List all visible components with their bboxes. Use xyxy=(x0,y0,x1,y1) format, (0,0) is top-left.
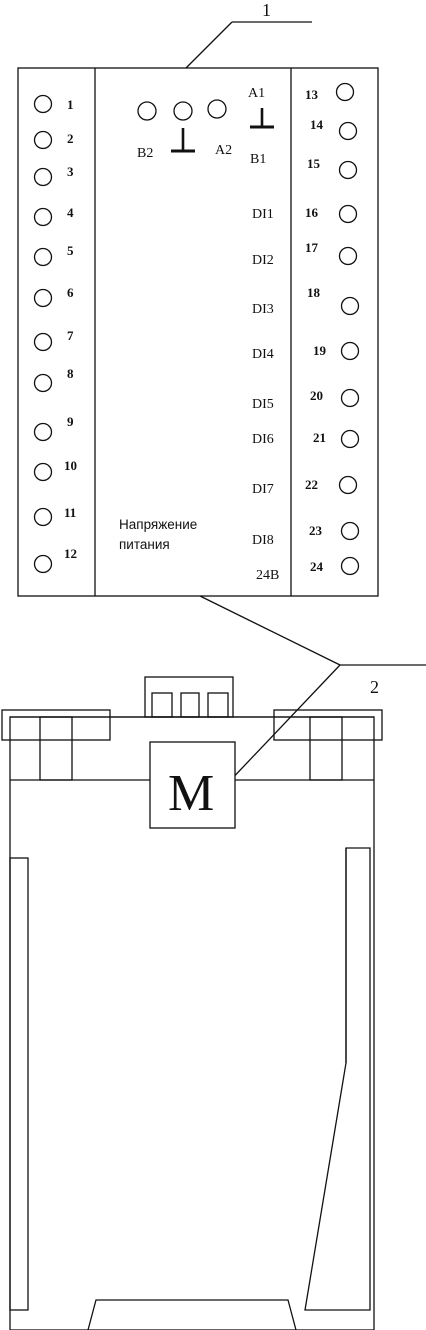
signal-label-di7: DI7 xyxy=(252,482,274,497)
pin-hole-4 xyxy=(33,207,53,227)
left-pin-column: 1 2 3 4 5 6 7 8 9 10 11 12 xyxy=(33,94,77,574)
module-m xyxy=(149,741,236,829)
pin-number-20: 20 xyxy=(310,388,323,403)
pin-hole-1 xyxy=(33,94,53,114)
pin-hole-24 xyxy=(340,556,360,576)
pin-number-19: 19 xyxy=(313,343,327,358)
power-label-line2: питания xyxy=(119,537,170,552)
connector-slot xyxy=(180,692,200,718)
pin-hole-17 xyxy=(338,246,358,266)
pin-number-1: 1 xyxy=(67,97,74,112)
signal-label-di1: DI1 xyxy=(252,207,274,222)
front-panel-outline xyxy=(17,67,379,597)
pin-hole-6 xyxy=(33,288,53,308)
pin-hole-3 xyxy=(33,167,53,187)
pin-number-3: 3 xyxy=(67,164,74,179)
discrete-input-labels: DI1 DI2 DI3 DI4 DI5 DI6 DI7 DI8 24B xyxy=(252,207,279,583)
pin-hole-2 xyxy=(33,130,53,150)
power-supply-label: Напряжение питания xyxy=(119,517,197,552)
pin-number-14: 14 xyxy=(310,117,324,132)
pin-hole-14 xyxy=(338,121,358,141)
projection-line xyxy=(199,595,341,666)
left-post xyxy=(39,716,73,781)
pin-number-9: 9 xyxy=(67,414,74,429)
terminal-hole-ground xyxy=(173,101,193,121)
pin-hole-12 xyxy=(33,554,53,574)
connector-slot xyxy=(151,692,173,718)
right-post xyxy=(309,716,343,781)
pin-number-10: 10 xyxy=(64,458,77,473)
pin-hole-13 xyxy=(335,82,355,102)
pin-number-16: 16 xyxy=(305,205,319,220)
pin-hole-9 xyxy=(33,422,53,442)
signal-label-24v: 24B xyxy=(256,568,279,583)
terminal-hole-a2 xyxy=(207,99,227,119)
terminal-hole-b2 xyxy=(137,101,157,121)
pin-hole-11 xyxy=(33,507,53,527)
top-connector xyxy=(144,676,234,718)
pin-number-2: 2 xyxy=(67,131,74,146)
pin-hole-7 xyxy=(33,332,53,352)
pin-hole-20 xyxy=(340,388,360,408)
pin-hole-19 xyxy=(340,341,360,361)
bottom-foot xyxy=(87,1299,297,1330)
module-m-label: M xyxy=(168,765,214,822)
callout-2-label: 2 xyxy=(370,677,379,697)
signal-label-a2: A2 xyxy=(215,143,232,158)
pin-hole-23 xyxy=(340,521,360,541)
right-flange xyxy=(273,709,383,741)
side-view: M xyxy=(1,676,383,1330)
pin-number-15: 15 xyxy=(307,156,321,171)
pin-number-6: 6 xyxy=(67,285,74,300)
callout-1-label: 1 xyxy=(262,0,271,20)
pin-hole-5 xyxy=(33,247,53,267)
connector-slot xyxy=(207,692,229,718)
callout-2: 2 xyxy=(199,595,426,786)
pin-number-13: 13 xyxy=(305,87,319,102)
pin-number-22: 22 xyxy=(305,477,318,492)
callout-2-leader xyxy=(225,664,341,786)
signal-label-a1: A1 xyxy=(248,86,265,101)
pin-number-5: 5 xyxy=(67,243,74,258)
pin-number-18: 18 xyxy=(307,285,321,300)
signal-label-b2: B2 xyxy=(137,146,153,161)
pin-number-11: 11 xyxy=(64,505,76,520)
pin-hole-8 xyxy=(33,373,53,393)
signal-label-di3: DI3 xyxy=(252,302,274,317)
callout-1-leader xyxy=(185,21,233,69)
right-side-rail xyxy=(304,847,371,1311)
pin-hole-21 xyxy=(340,429,360,449)
front-panel xyxy=(17,67,379,597)
signal-label-b1: B1 xyxy=(250,152,266,167)
pin-number-7: 7 xyxy=(67,328,74,343)
pin-number-21: 21 xyxy=(313,430,326,445)
pin-number-4: 4 xyxy=(67,205,74,220)
pin-number-12: 12 xyxy=(64,546,77,561)
callout-1: 1 xyxy=(185,0,312,69)
signal-label-di2: DI2 xyxy=(252,253,274,268)
left-side-rail xyxy=(9,857,29,1311)
pin-number-24: 24 xyxy=(310,559,324,574)
pin-number-17: 17 xyxy=(305,240,319,255)
pin-hole-22 xyxy=(338,475,358,495)
pin-hole-18 xyxy=(340,296,360,316)
signal-label-di4: DI4 xyxy=(252,347,274,362)
interface-terminals: B2 A2 A1 B1 xyxy=(137,86,274,167)
pin-hole-15 xyxy=(338,160,358,180)
right-pin-column: 13 14 15 16 17 18 19 20 21 22 23 24 xyxy=(305,82,360,576)
power-label-line1: Напряжение xyxy=(119,517,197,532)
ground-symbol-icon xyxy=(250,108,274,129)
signal-label-di8: DI8 xyxy=(252,533,274,548)
left-flange xyxy=(1,709,111,741)
pin-hole-10 xyxy=(33,462,53,482)
signal-label-di5: DI5 xyxy=(252,397,274,412)
pin-number-8: 8 xyxy=(67,366,74,381)
pin-hole-16 xyxy=(338,204,358,224)
signal-label-di6: DI6 xyxy=(252,432,274,447)
pin-number-23: 23 xyxy=(309,523,323,538)
ground-symbol-icon xyxy=(171,128,195,153)
